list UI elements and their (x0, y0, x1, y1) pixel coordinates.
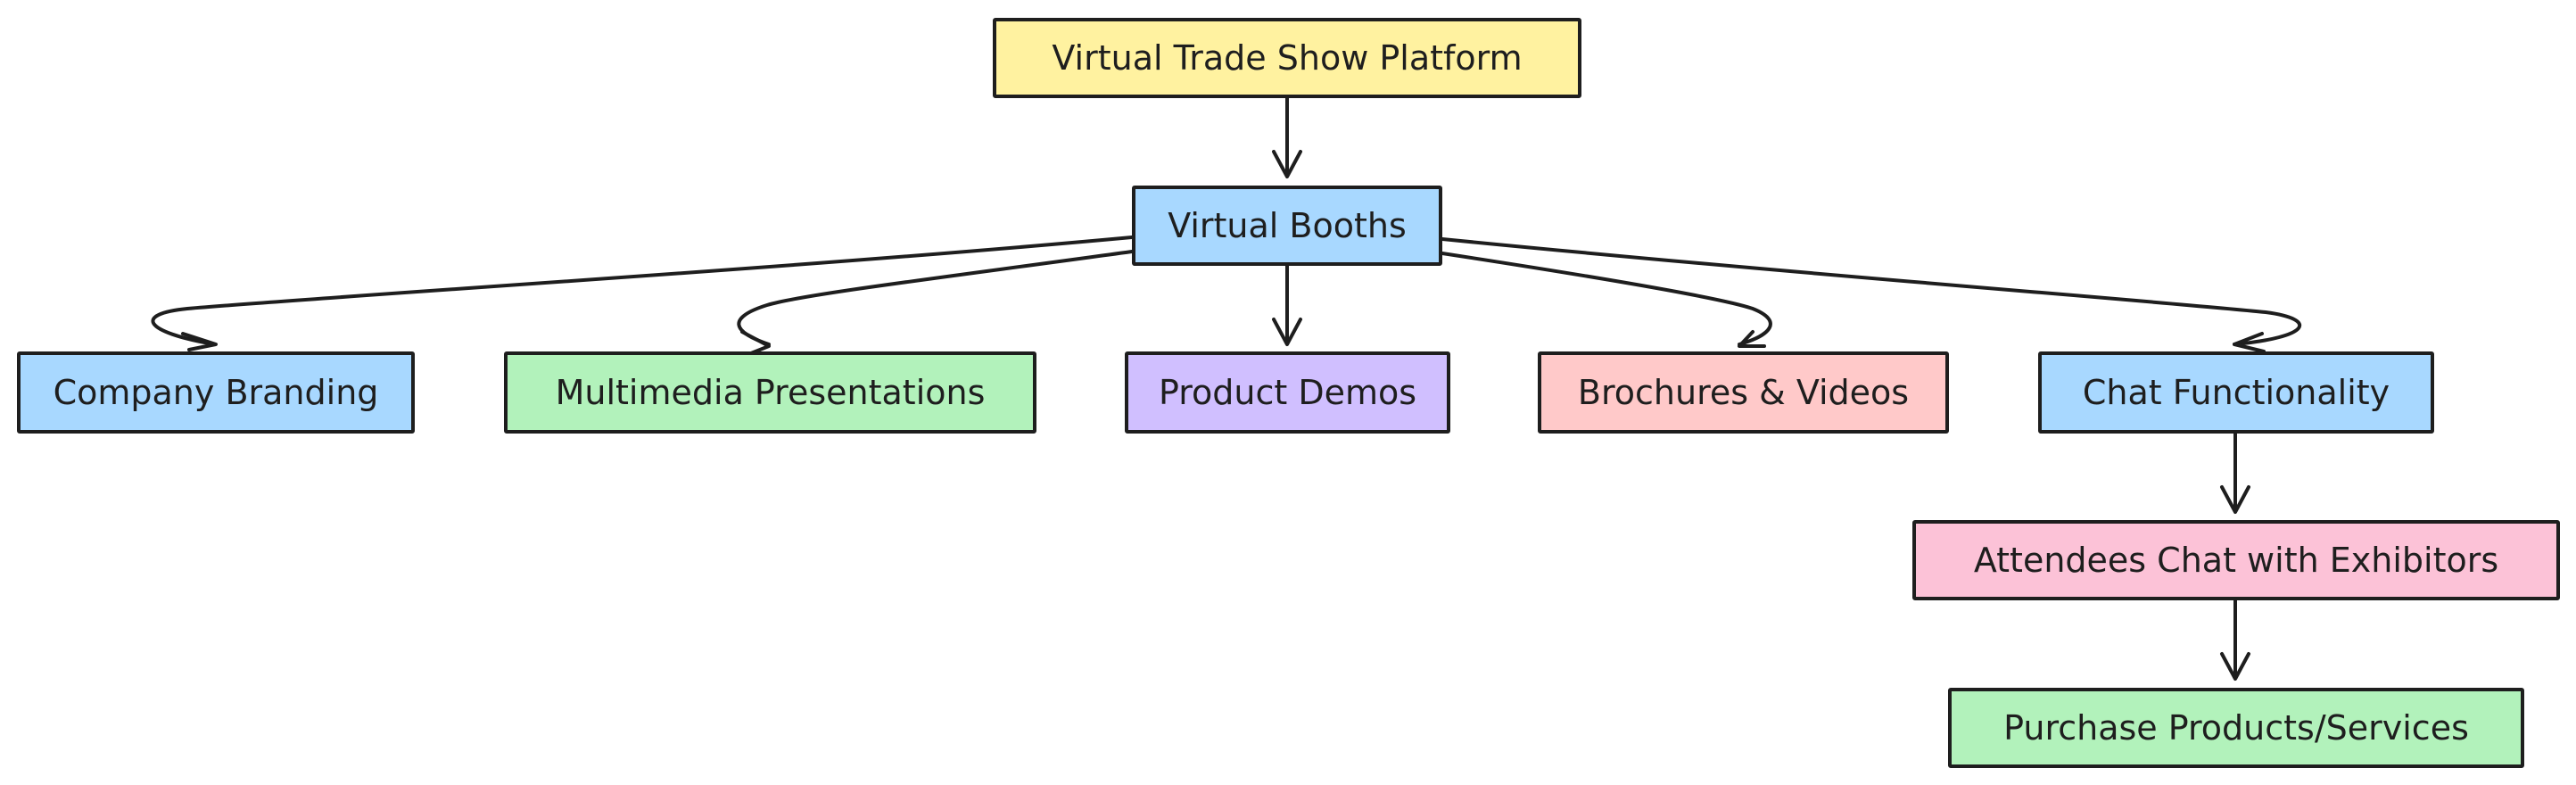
edge-virtual-booths-to-company-branding (151, 236, 1134, 351)
node-label: Chat Functionality (2082, 373, 2390, 412)
node-label: Company Branding (53, 373, 379, 412)
edge-virtual-booths-to-brochures-videos (1441, 252, 1772, 348)
edge-virtual-booths-to-chat-functionality (1441, 237, 2301, 353)
node-purchase-products-services: Purchase Products/Services (1948, 688, 2524, 768)
node-label: Attendees Chat with Exhibitors (1973, 541, 2499, 580)
node-attendees-chat-with-exhibitors: Attendees Chat with Exhibitors (1912, 520, 2560, 600)
node-virtual-trade-show-platform: Virtual Trade Show Platform (993, 18, 1581, 98)
node-multimedia-presentations: Multimedia Presentations (504, 351, 1036, 434)
edge-virtual-booths-to-multimedia-presentations (737, 250, 1134, 355)
node-product-demos: Product Demos (1125, 351, 1450, 434)
node-label: Product Demos (1158, 373, 1417, 412)
edge-root-to-virtual-booths (1272, 96, 1302, 178)
node-label: Purchase Products/Services (2003, 708, 2469, 748)
node-virtual-booths: Virtual Booths (1132, 186, 1442, 266)
node-label: Virtual Trade Show Platform (1052, 38, 1523, 78)
edge-virtual-booths-to-product-demos (1272, 264, 1302, 346)
edge-attendees-chat-to-purchase (2220, 599, 2250, 681)
node-label: Virtual Booths (1168, 206, 1407, 245)
edge-chat-functionality-to-attendees-chat (2220, 432, 2250, 514)
node-label: Brochures & Videos (1577, 373, 1910, 412)
node-company-branding: Company Branding (17, 351, 415, 434)
node-label: Multimedia Presentations (555, 373, 986, 412)
node-brochures-videos: Brochures & Videos (1538, 351, 1949, 434)
node-chat-functionality: Chat Functionality (2038, 351, 2434, 434)
